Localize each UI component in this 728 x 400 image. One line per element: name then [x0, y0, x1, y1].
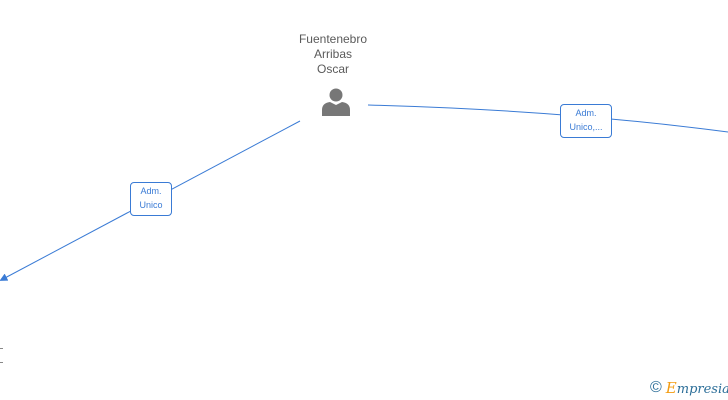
person-icon[interactable]	[321, 86, 351, 116]
brand-logo: Empresia	[666, 379, 728, 397]
relation-label-adm-unico[interactable]: Adm. Unico	[130, 182, 172, 216]
brand-rest: mpresia	[676, 382, 728, 397]
relation-label-adm-unico-more[interactable]: Adm. Unico,...	[560, 104, 612, 138]
empresia-watermark: © Empresia	[650, 379, 728, 397]
relation-label-line2: Unico,...	[569, 122, 603, 132]
person-name[interactable]: Fuentenebro Arribas Oscar	[283, 32, 383, 77]
relation-label-line2: Unico	[139, 200, 163, 210]
person-name-line1: Fuentenebro	[298, 32, 368, 46]
edge-tick	[0, 348, 3, 349]
person-name-line2: Arribas	[313, 47, 352, 61]
relation-label-line1: Adm.	[575, 108, 597, 118]
edge-to-right-company[interactable]	[367, 104, 728, 133]
edge-tick	[0, 362, 3, 363]
person-name-line3: Oscar	[316, 62, 349, 76]
relation-label-line1: Adm.	[140, 186, 162, 196]
brand-initial: E	[665, 379, 677, 397]
copyright-icon: ©	[650, 379, 662, 396]
